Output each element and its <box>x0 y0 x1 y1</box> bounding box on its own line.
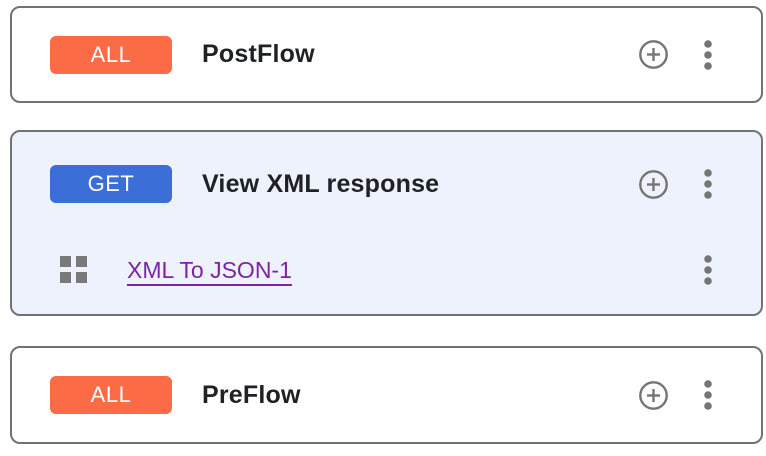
more-menu-button[interactable] <box>703 254 713 286</box>
policy-actions <box>703 254 713 286</box>
verb-badge: ALL <box>50 35 172 74</box>
verb-badge: GET <box>50 165 172 203</box>
policy-link[interactable]: XML To JSON-1 <box>127 256 292 283</box>
drag-handle-icon <box>60 256 87 283</box>
flow-card-view-xml-response[interactable]: GET View XML response <box>10 130 763 316</box>
drag-handle[interactable] <box>60 256 88 284</box>
flow-title: PostFlow <box>202 40 315 68</box>
flow-actions <box>638 39 713 71</box>
flow-card-postflow[interactable]: ALL PostFlow <box>10 6 763 103</box>
flow-actions <box>638 379 713 411</box>
more-menu-button[interactable] <box>703 168 713 200</box>
flow-actions <box>638 168 713 200</box>
flow-card-preflow[interactable]: ALL PreFlow <box>10 346 763 444</box>
plus-circle-icon <box>639 380 668 410</box>
plus-circle-icon <box>639 169 668 199</box>
flow-title: PreFlow <box>202 380 301 409</box>
kebab-icon <box>704 255 712 285</box>
more-menu-button[interactable] <box>703 379 713 411</box>
more-menu-button[interactable] <box>703 39 713 71</box>
add-step-button[interactable] <box>638 39 669 70</box>
kebab-icon <box>704 39 712 70</box>
add-step-button[interactable] <box>638 169 669 200</box>
add-step-button[interactable] <box>638 380 669 411</box>
flow-header-row: GET View XML response <box>12 132 761 236</box>
flow-header-row: ALL PreFlow <box>12 348 761 442</box>
verb-badge: ALL <box>50 376 172 414</box>
kebab-icon <box>704 169 712 199</box>
policy-step-row: XML To JSON-1 <box>12 236 761 304</box>
plus-circle-icon <box>639 40 668 69</box>
flow-header-row: ALL PostFlow <box>12 8 761 101</box>
flow-title: View XML response <box>202 169 440 198</box>
kebab-icon <box>704 380 712 410</box>
